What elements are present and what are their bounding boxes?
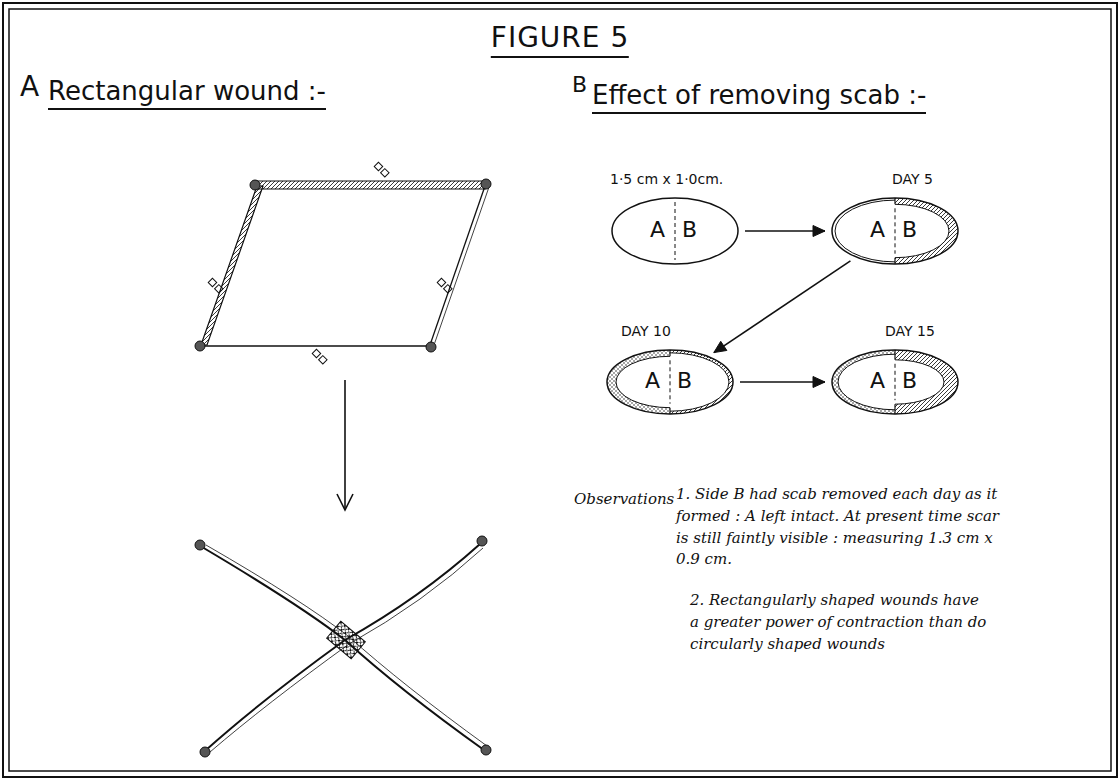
wound-stage: DAY 10 AB <box>605 322 735 416</box>
side-label: A <box>870 368 885 394</box>
wound-oval: AB <box>605 348 735 416</box>
side-label: B <box>677 368 692 394</box>
arrow-head <box>813 226 825 237</box>
rectangular-wound <box>195 162 491 364</box>
stage-heading: DAY 5 <box>892 170 960 188</box>
side-label: B <box>902 217 917 243</box>
inner-frame <box>9 9 1111 771</box>
stage-arrow <box>745 226 825 237</box>
wound-oval: AB <box>830 348 960 416</box>
side-label: B <box>902 368 917 394</box>
panel-letter: A <box>20 70 39 103</box>
wound-outline <box>605 348 735 416</box>
stage-heading: 1·5 cm x 1·0cm. <box>610 170 740 188</box>
wound-stage: 1·5 cm x 1·0cm. AB <box>610 170 740 266</box>
arrow-shaft <box>740 381 825 383</box>
arrow-head <box>813 377 825 388</box>
figure-title: FIGURE 5 <box>491 22 629 58</box>
change-arrow <box>337 380 353 510</box>
panel-letter: B <box>572 72 587 97</box>
wound-oval: AB <box>830 196 960 266</box>
wound-outline <box>830 348 960 416</box>
arrow-head <box>714 341 727 352</box>
arrow-shaft <box>714 261 851 353</box>
panel-heading: Effect of removing scab :- <box>592 80 926 114</box>
outer-frame <box>3 3 1117 777</box>
stage-arrow <box>740 377 825 388</box>
wound-outline <box>830 196 960 266</box>
wound-stage: DAY 5 AB <box>830 170 960 266</box>
side-label: A <box>870 217 885 243</box>
stage-arrow <box>714 261 851 353</box>
notes-heading: Observations <box>574 490 674 508</box>
wound-oval: AB <box>610 196 740 266</box>
panel-heading: Rectangular wound :- <box>48 76 326 110</box>
side-label: A <box>645 368 660 394</box>
side-label: A <box>650 217 665 243</box>
observation-note: 2. Rectangularly shaped wounds have a gr… <box>690 590 990 655</box>
stage-heading: DAY 15 <box>885 322 960 340</box>
side-label: B <box>682 217 697 243</box>
contracted-wound <box>195 536 491 757</box>
stage-heading: DAY 10 <box>621 322 735 340</box>
wound-stage: DAY 15 AB <box>830 322 960 416</box>
observation-note: 1. Side B had scab removed each day as i… <box>676 484 1006 571</box>
wound-outline <box>610 196 740 266</box>
